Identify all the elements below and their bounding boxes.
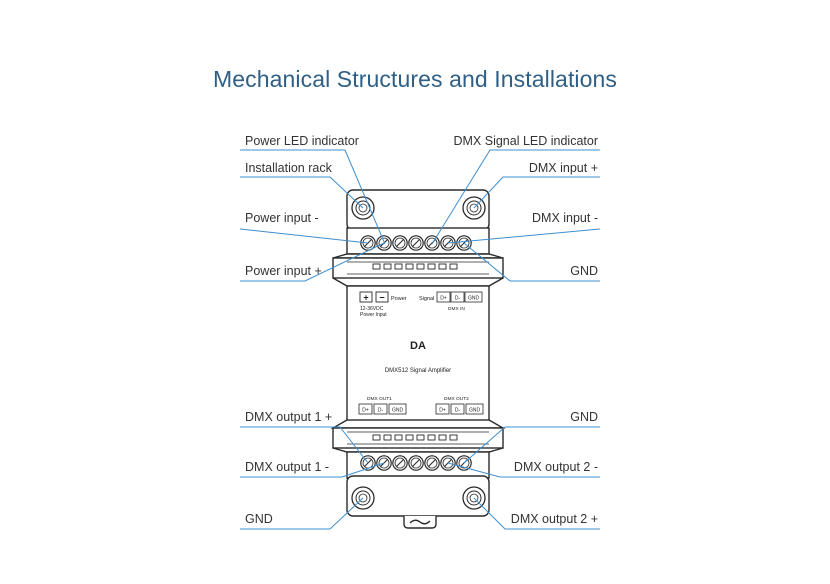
signal-label: Signal (419, 296, 434, 302)
power-minus-label: − (379, 293, 384, 303)
left-callouts: Power LED indicator Installation rack Po… (245, 134, 359, 526)
callout-power-input-plus: Power input + (245, 264, 322, 278)
callout-dmx-input-minus: DMX input - (532, 211, 598, 225)
callout-gnd-left: GND (245, 512, 273, 526)
power-terminal-label: + − Power 12-36VDC Power Input (359, 291, 407, 318)
callout-installation-rack: Installation rack (245, 161, 333, 175)
callout-gnd-bottom: GND (570, 410, 598, 424)
led-row-bottom (372, 434, 458, 441)
power-label: Power (391, 296, 407, 302)
callout-power-input-minus: Power input - (245, 211, 319, 225)
output1-terminal-label: DMX OUT1 D+ D- GND (358, 396, 407, 415)
callout-dmx-signal-led: DMX Signal LED indicator (453, 134, 598, 148)
callout-dmx-output2-minus: DMX output 2 - (514, 460, 598, 474)
input-terminal-gnd: GND (468, 296, 480, 302)
out1-terminal-dplus: D+ (362, 408, 369, 414)
out1-terminal-gnd: GND (392, 408, 404, 414)
input-terminal-dminus: D- (455, 296, 461, 302)
out2-terminal-gnd: GND (469, 408, 481, 414)
output2-terminal-label: DMX OUT2 D+ D- GND (435, 396, 484, 415)
power-spec-input: Power Input (360, 312, 387, 318)
callout-gnd-top: GND (570, 264, 598, 278)
device-description: DMX512 Signal Amplifier (385, 368, 451, 374)
input-terminal-dplus: D+ (440, 296, 447, 302)
callout-dmx-output2-plus: DMX output 2 + (511, 512, 598, 526)
callout-dmx-output1-plus: DMX output 1 + (245, 410, 332, 424)
leader-lines (239, 149, 601, 530)
page-title: Mechanical Structures and Installations (212, 66, 618, 92)
callout-dmx-output1-minus: DMX output 1 - (245, 460, 329, 474)
signal-terminal-label: Signal D+ D- GND DMX IN (419, 291, 483, 312)
power-spec-voltage: 12-36VDC (360, 306, 384, 312)
out2-terminal-dplus: D+ (439, 408, 446, 414)
out2-terminal-dminus: D- (455, 408, 461, 414)
callout-dmx-input-plus: DMX input + (529, 161, 598, 175)
out1-terminal-dminus: D- (378, 408, 384, 414)
device-model: DA (410, 340, 426, 352)
callout-power-led: Power LED indicator (245, 134, 359, 148)
power-plus-label: + (363, 293, 368, 303)
dmx-in-label: DMX IN (448, 306, 465, 312)
dmx-out2-label: DMX OUT2 (444, 396, 469, 402)
led-row-top (372, 263, 458, 270)
dmx-out1-label: DMX OUT1 (367, 396, 392, 402)
right-callouts: DMX Signal LED indicator DMX input + DMX… (453, 134, 598, 526)
